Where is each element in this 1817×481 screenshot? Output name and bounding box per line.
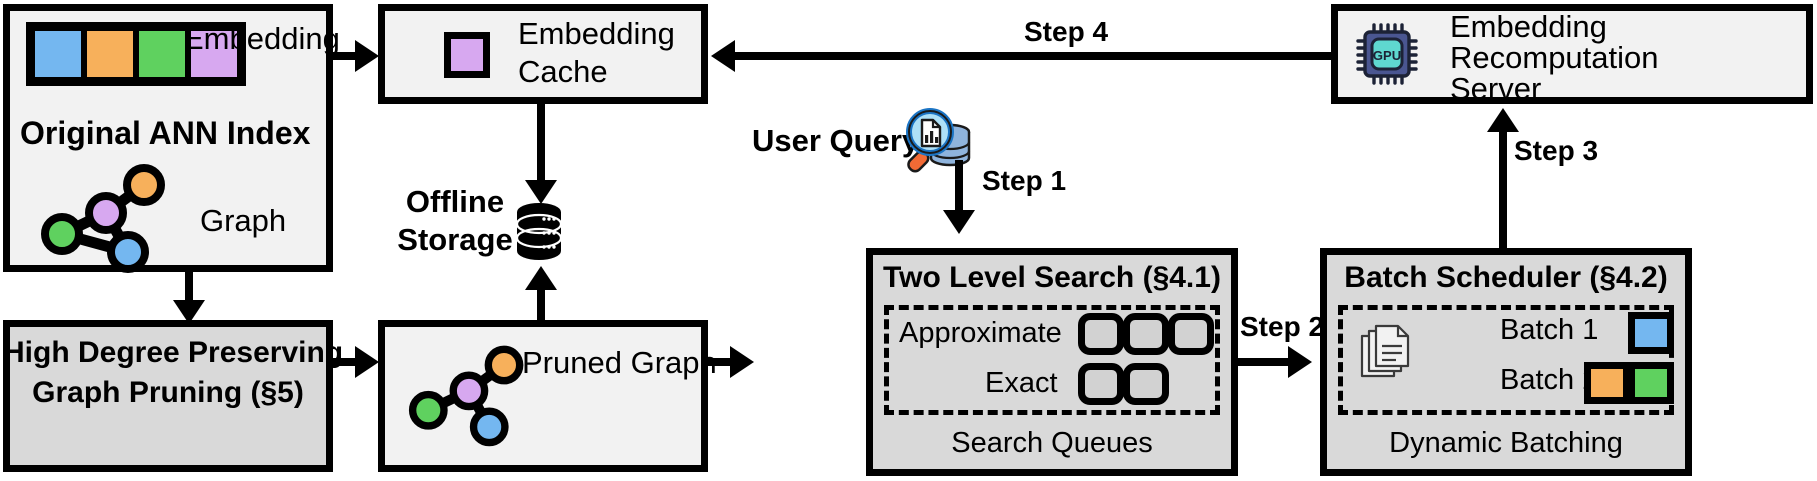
- arrow-pruned-to-search-line: [708, 358, 746, 366]
- arrow-step4-line: [735, 52, 1331, 60]
- arrow-pruning-to-pruned-line: [333, 358, 371, 366]
- exact-queue-slot[interactable]: [1123, 363, 1169, 405]
- embedding-cell-green: [136, 28, 188, 80]
- search-queues-footer: Search Queues: [951, 427, 1153, 459]
- batch-1-chip-blue: [1628, 312, 1674, 354]
- arrow-cache-to-storage-head: [525, 180, 557, 204]
- arrow-pruning-to-pruned-head: [355, 346, 379, 378]
- embedding-cache-box: [378, 4, 708, 104]
- original-ann-index-title: Original ANN Index: [20, 115, 311, 151]
- two-level-search-box: [866, 248, 1238, 476]
- graph-label: Graph: [200, 203, 287, 238]
- approximate-queue-label: Approximate: [899, 317, 1062, 349]
- pruned-graph-icon: [408, 345, 524, 447]
- step4-label: Step 4: [1024, 16, 1109, 47]
- arrow-step3-head: [1487, 108, 1519, 132]
- arrow-index-to-cache-head: [355, 40, 379, 72]
- step1-label: Step 1: [982, 165, 1067, 196]
- graph-pruning-box: [3, 320, 333, 472]
- batch-2-chip-green: [1628, 362, 1674, 404]
- embedding-cache-chip: [444, 32, 490, 78]
- embedding-cell-orange: [84, 28, 136, 80]
- embedding-cache-line2: Cache: [518, 54, 608, 89]
- arrow-step4-head: [711, 40, 735, 72]
- arrow-step3-line: [1499, 130, 1507, 248]
- gpu-icon-text: GPU: [1373, 48, 1401, 63]
- arrow-step2-line: [1238, 358, 1296, 366]
- arrow-step1-line: [955, 160, 963, 218]
- embedding-label: Embedding: [183, 21, 340, 56]
- offline-storage-line1: Offline: [405, 184, 505, 219]
- recomputation-server-line1: Embedding: [1450, 9, 1607, 44]
- arrow-step2-head: [1288, 346, 1312, 378]
- documents-stack-icon: [1360, 324, 1410, 378]
- embedding-cache-line1: Embedding: [518, 16, 675, 51]
- gpu-chip-icon: GPU: [1356, 23, 1418, 85]
- user-query-label: User Query: [752, 123, 920, 158]
- exact-queue-slot[interactable]: [1078, 363, 1124, 405]
- batch-scheduler-title: Batch Scheduler (§4.2): [1344, 261, 1668, 294]
- recomputation-server-line2: Recomputation: [1450, 40, 1659, 75]
- embedding-vector-cells: [26, 22, 246, 86]
- search-database-icon: [906, 108, 971, 173]
- recomputation-server-line3: Server: [1450, 71, 1542, 106]
- arrow-pruned-to-storage-line: [537, 290, 545, 324]
- batch-1-label: Batch 1: [1500, 314, 1599, 346]
- approximate-queue-slot[interactable]: [1168, 313, 1214, 355]
- approximate-queue-slot[interactable]: [1123, 313, 1169, 355]
- arrow-pruned-to-search-head: [730, 346, 754, 378]
- arrow-step1-head: [943, 210, 975, 234]
- pruned-graph-label: Pruned Graph: [522, 345, 717, 380]
- offline-storage-line2: Storage: [397, 222, 513, 257]
- graph-pruning-line2: Graph Pruning (§5): [32, 376, 304, 409]
- batch-2-chip-orange: [1584, 362, 1630, 404]
- dynamic-batching-dashed-region: [1338, 305, 1674, 415]
- exact-queue-label: Exact: [985, 367, 1058, 399]
- dynamic-batching-footer: Dynamic Batching: [1389, 427, 1623, 459]
- approximate-queue-slot[interactable]: [1078, 313, 1124, 355]
- arrow-cache-to-storage-line: [537, 104, 545, 188]
- search-queues-dashed-region: [884, 305, 1220, 415]
- original-graph-icon: [41, 164, 165, 273]
- embedding-recomputation-server-box: [1331, 4, 1813, 104]
- step2-label: Step 2: [1240, 311, 1325, 342]
- graph-pruning-line1: High Degree Preserving: [3, 336, 344, 369]
- embedding-cell-purple: [188, 28, 240, 80]
- database-cylinder-icon: [515, 203, 563, 260]
- two-level-search-title: Two Level Search (§4.1): [883, 261, 1221, 294]
- arrow-index-to-cache-line: [333, 52, 371, 60]
- arrow-index-to-pruning-line: [185, 272, 193, 306]
- step3-label: Step 3: [1514, 135, 1599, 166]
- arrow-pruned-to-storage-head: [525, 266, 557, 290]
- embedding-cell-blue: [32, 28, 84, 80]
